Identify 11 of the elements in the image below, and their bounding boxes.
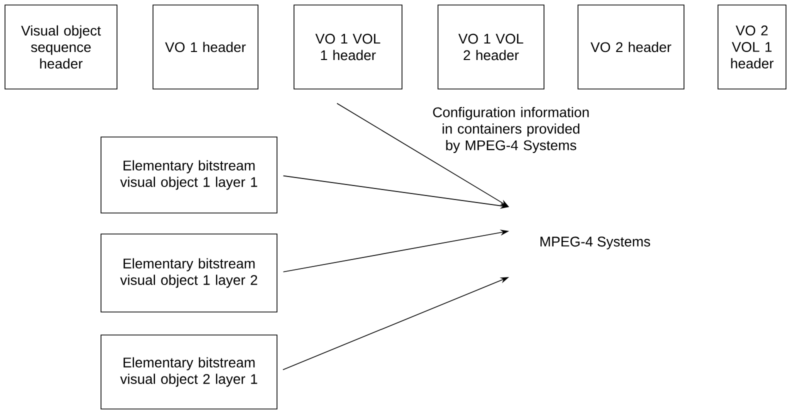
header-box: VO 1 VOL 2 header xyxy=(438,4,544,90)
header-box: Visual object sequence header xyxy=(4,4,118,90)
header-box: VO 1 VOL 1 header xyxy=(294,4,402,90)
header-box: Elementary bitstream visual object 1 layer 2 xyxy=(100,234,278,312)
annotation-text: Configuration information in containers provided by MPEG-4 Systems xyxy=(433,106,589,153)
header-box: VO 2 VOL 1 header xyxy=(718,4,786,90)
header-box: Elementary bitstream visual object 1 layer 1 xyxy=(100,136,278,214)
header-box: Elementary bitstream visual object 2 layer 1 xyxy=(100,334,278,410)
header-box: VO 1 header xyxy=(152,4,258,90)
node-label: MPEG-4 Systems xyxy=(540,236,650,250)
header-box: VO 2 header xyxy=(578,4,684,90)
